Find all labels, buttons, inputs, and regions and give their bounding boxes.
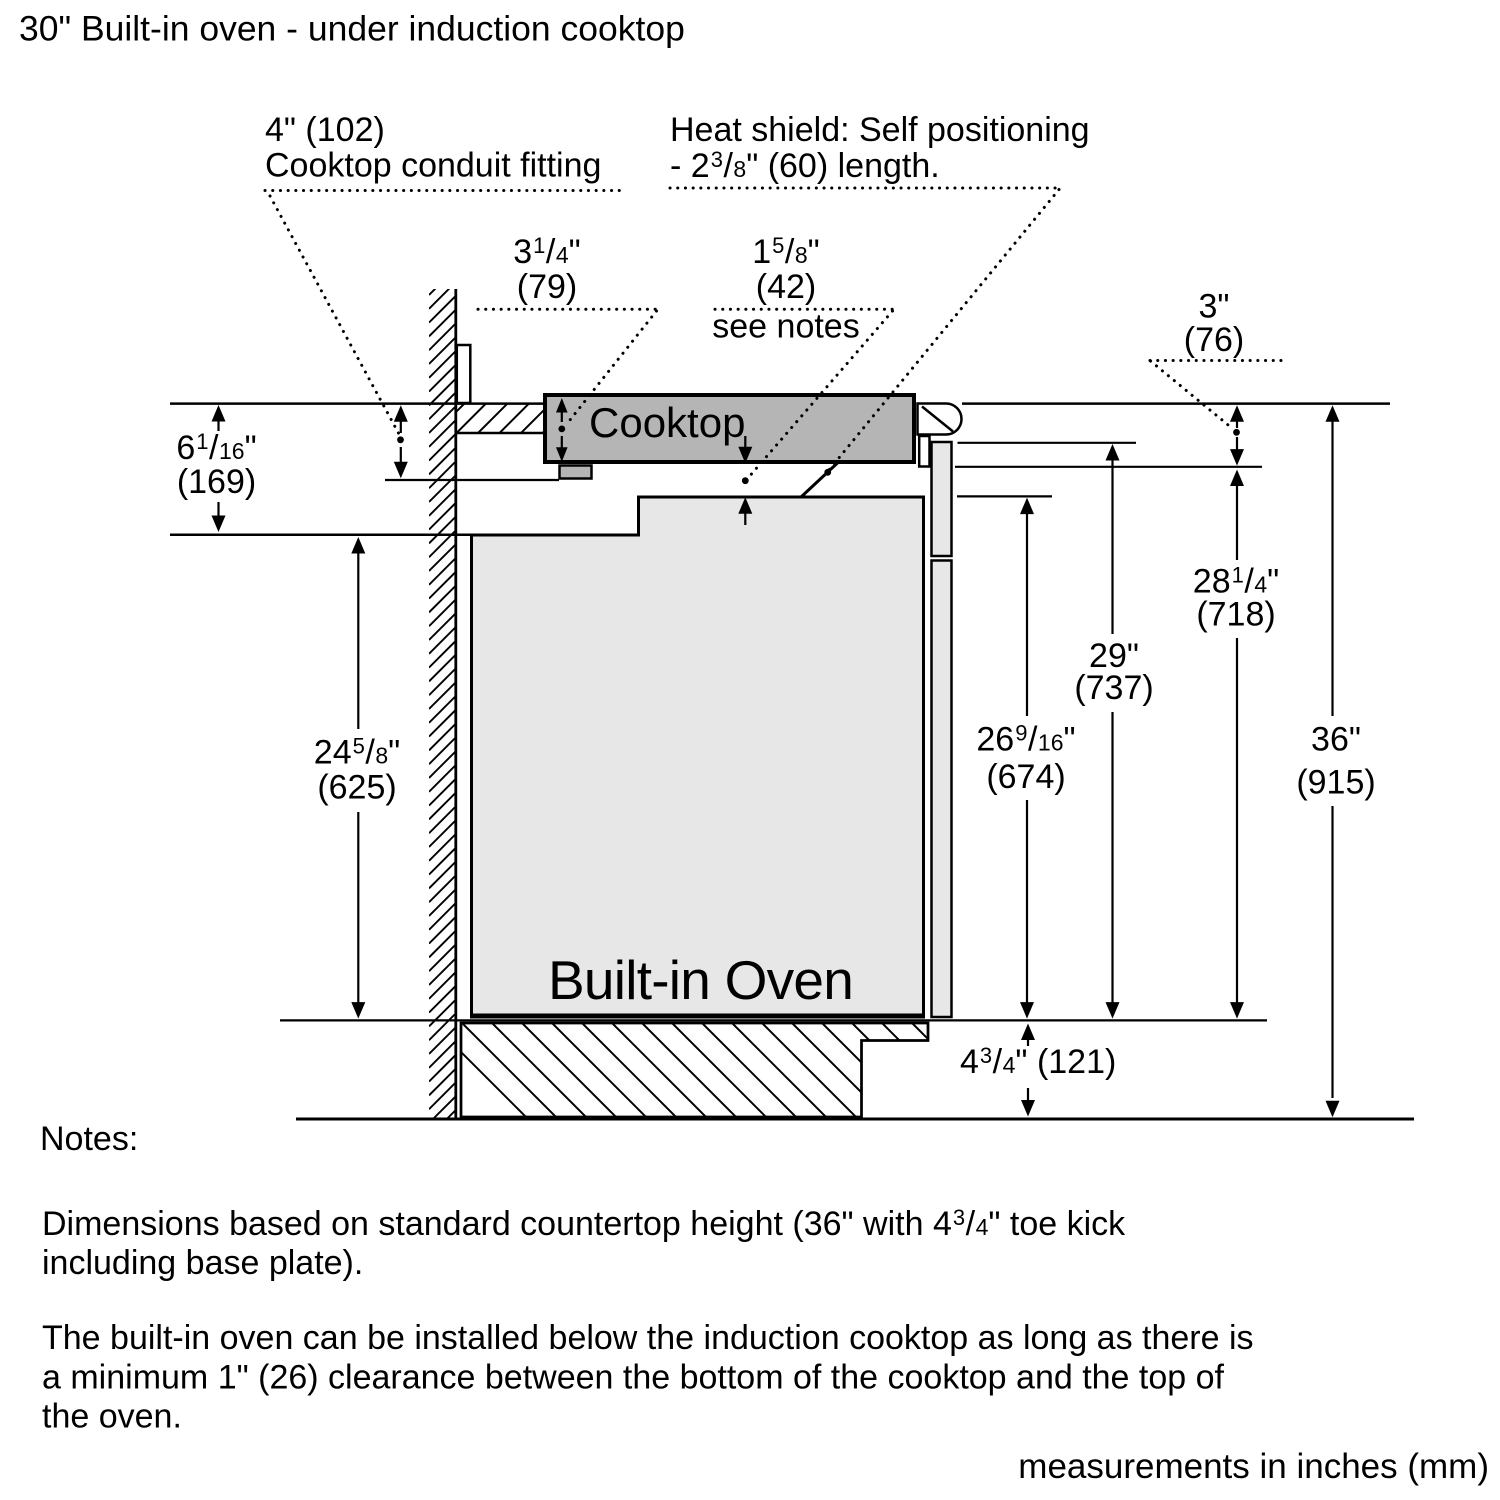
svg-text:see notes: see notes <box>712 308 859 346</box>
svg-text:(76): (76) <box>1184 321 1244 359</box>
svg-text:4" (102): 4" (102) <box>265 111 385 149</box>
svg-text:(737): (737) <box>1074 669 1153 707</box>
svg-text:The built-in oven can be insta: The built-in oven can be installed below… <box>42 1319 1254 1357</box>
svg-text:(625): (625) <box>317 769 396 807</box>
svg-text:(674): (674) <box>986 758 1065 796</box>
svg-text:3": 3" <box>1199 287 1230 325</box>
svg-text:including base plate).: including base plate). <box>42 1244 363 1282</box>
svg-text:Cooktop: Cooktop <box>589 399 745 446</box>
svg-text:Built-in Oven: Built-in Oven <box>548 949 853 1011</box>
svg-text:Heat shield: Self positioning: Heat shield: Self positioning <box>670 111 1090 149</box>
svg-text:61/16": 61/16" <box>176 429 256 467</box>
svg-text:(169): (169) <box>177 463 256 501</box>
svg-text:36": 36" <box>1311 721 1361 759</box>
svg-text:Cooktop conduit fitting: Cooktop conduit fitting <box>265 147 601 185</box>
svg-text:Notes:: Notes: <box>40 1120 138 1158</box>
svg-text:the oven.: the oven. <box>42 1398 182 1436</box>
svg-text:(915): (915) <box>1296 764 1375 802</box>
svg-text:30" Built-in oven - under indu: 30" Built-in oven - under induction cook… <box>19 9 685 49</box>
svg-text:a minimum 1" (26) clearance be: a minimum 1" (26) clearance between the … <box>42 1359 1225 1397</box>
svg-text:31/4": 31/4" <box>513 233 581 271</box>
svg-text:(79): (79) <box>517 268 577 306</box>
svg-text:15/8": 15/8" <box>752 233 820 271</box>
svg-text:29": 29" <box>1089 637 1139 675</box>
svg-text:measurements in inches (mm): measurements in inches (mm) <box>1018 1447 1489 1486</box>
svg-text:Dimensions based on standard c: Dimensions based on standard countertop … <box>42 1205 1126 1243</box>
svg-text:(718): (718) <box>1196 596 1275 634</box>
svg-text:(42): (42) <box>756 268 816 306</box>
